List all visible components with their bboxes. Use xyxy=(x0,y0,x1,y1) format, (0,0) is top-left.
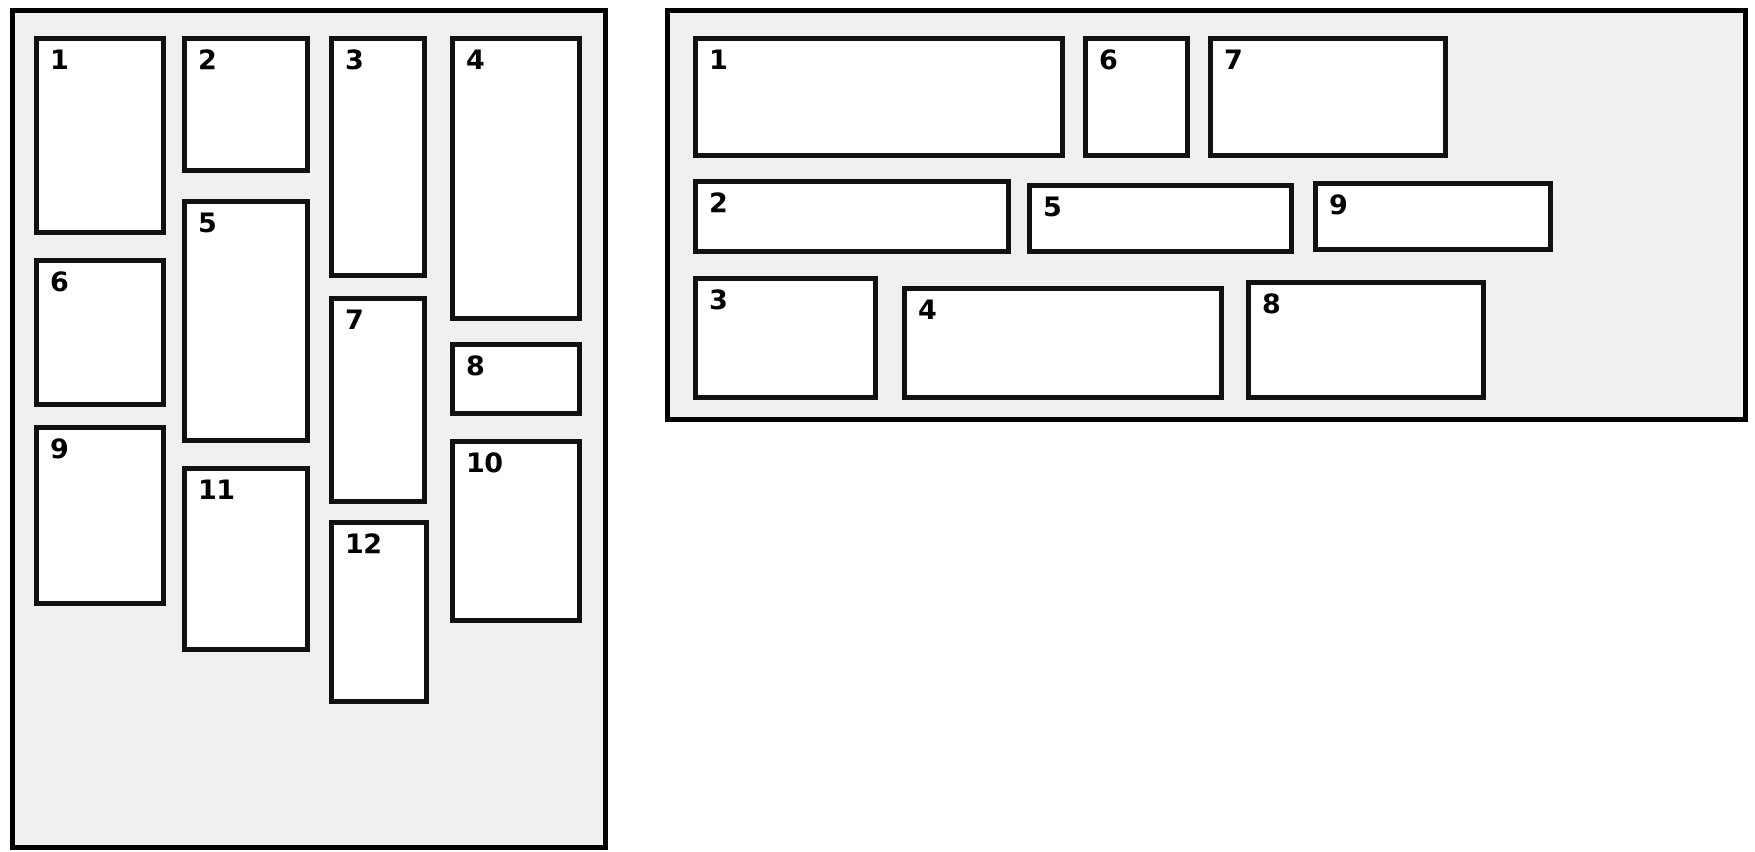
region-box-4[interactable]: 4 xyxy=(902,286,1224,400)
region-order-label: 2 xyxy=(198,45,217,76)
region-order-label: 4 xyxy=(466,45,485,76)
right-reading-order-panel: 1 6 7 2 5 9 3 4 8 xyxy=(665,8,1748,422)
region-order-label: 8 xyxy=(466,351,485,382)
region-box-3[interactable]: 3 xyxy=(329,36,427,278)
region-box-11[interactable]: 11 xyxy=(182,466,310,652)
region-box-6[interactable]: 6 xyxy=(34,258,166,407)
region-box-12[interactable]: 12 xyxy=(329,520,429,704)
region-order-label: 9 xyxy=(1329,190,1348,221)
region-box-8[interactable]: 8 xyxy=(1246,280,1486,400)
region-box-9[interactable]: 9 xyxy=(34,425,166,606)
region-box-3[interactable]: 3 xyxy=(693,276,878,400)
region-order-label: 9 xyxy=(50,434,69,465)
region-box-4[interactable]: 4 xyxy=(450,36,582,321)
region-box-8[interactable]: 8 xyxy=(450,342,582,416)
region-box-10[interactable]: 10 xyxy=(450,439,582,623)
region-box-7[interactable]: 7 xyxy=(1208,36,1448,158)
region-box-9[interactable]: 9 xyxy=(1313,181,1553,252)
region-box-2[interactable]: 2 xyxy=(182,36,310,173)
region-box-7[interactable]: 7 xyxy=(329,296,427,504)
region-box-6[interactable]: 6 xyxy=(1083,36,1190,158)
region-box-1[interactable]: 1 xyxy=(34,36,166,235)
region-order-label: 7 xyxy=(1224,45,1243,76)
region-order-label: 5 xyxy=(1043,192,1062,223)
region-order-label: 7 xyxy=(345,305,364,336)
region-order-label: 3 xyxy=(709,285,728,316)
region-box-2[interactable]: 2 xyxy=(693,179,1011,254)
region-box-5[interactable]: 5 xyxy=(182,199,310,443)
region-order-label: 4 xyxy=(918,295,937,326)
region-order-label: 6 xyxy=(50,267,69,298)
region-order-label: 2 xyxy=(709,188,728,219)
region-order-label: 10 xyxy=(466,448,503,479)
region-order-label: 11 xyxy=(198,475,235,506)
region-order-label: 3 xyxy=(345,45,364,76)
region-order-label: 12 xyxy=(345,529,382,560)
region-order-label: 6 xyxy=(1099,45,1118,76)
region-order-label: 1 xyxy=(709,45,728,76)
region-order-label: 5 xyxy=(198,208,217,239)
region-box-5[interactable]: 5 xyxy=(1027,183,1294,254)
region-order-label: 8 xyxy=(1262,289,1281,320)
region-order-label: 1 xyxy=(50,45,69,76)
region-box-1[interactable]: 1 xyxy=(693,36,1065,158)
